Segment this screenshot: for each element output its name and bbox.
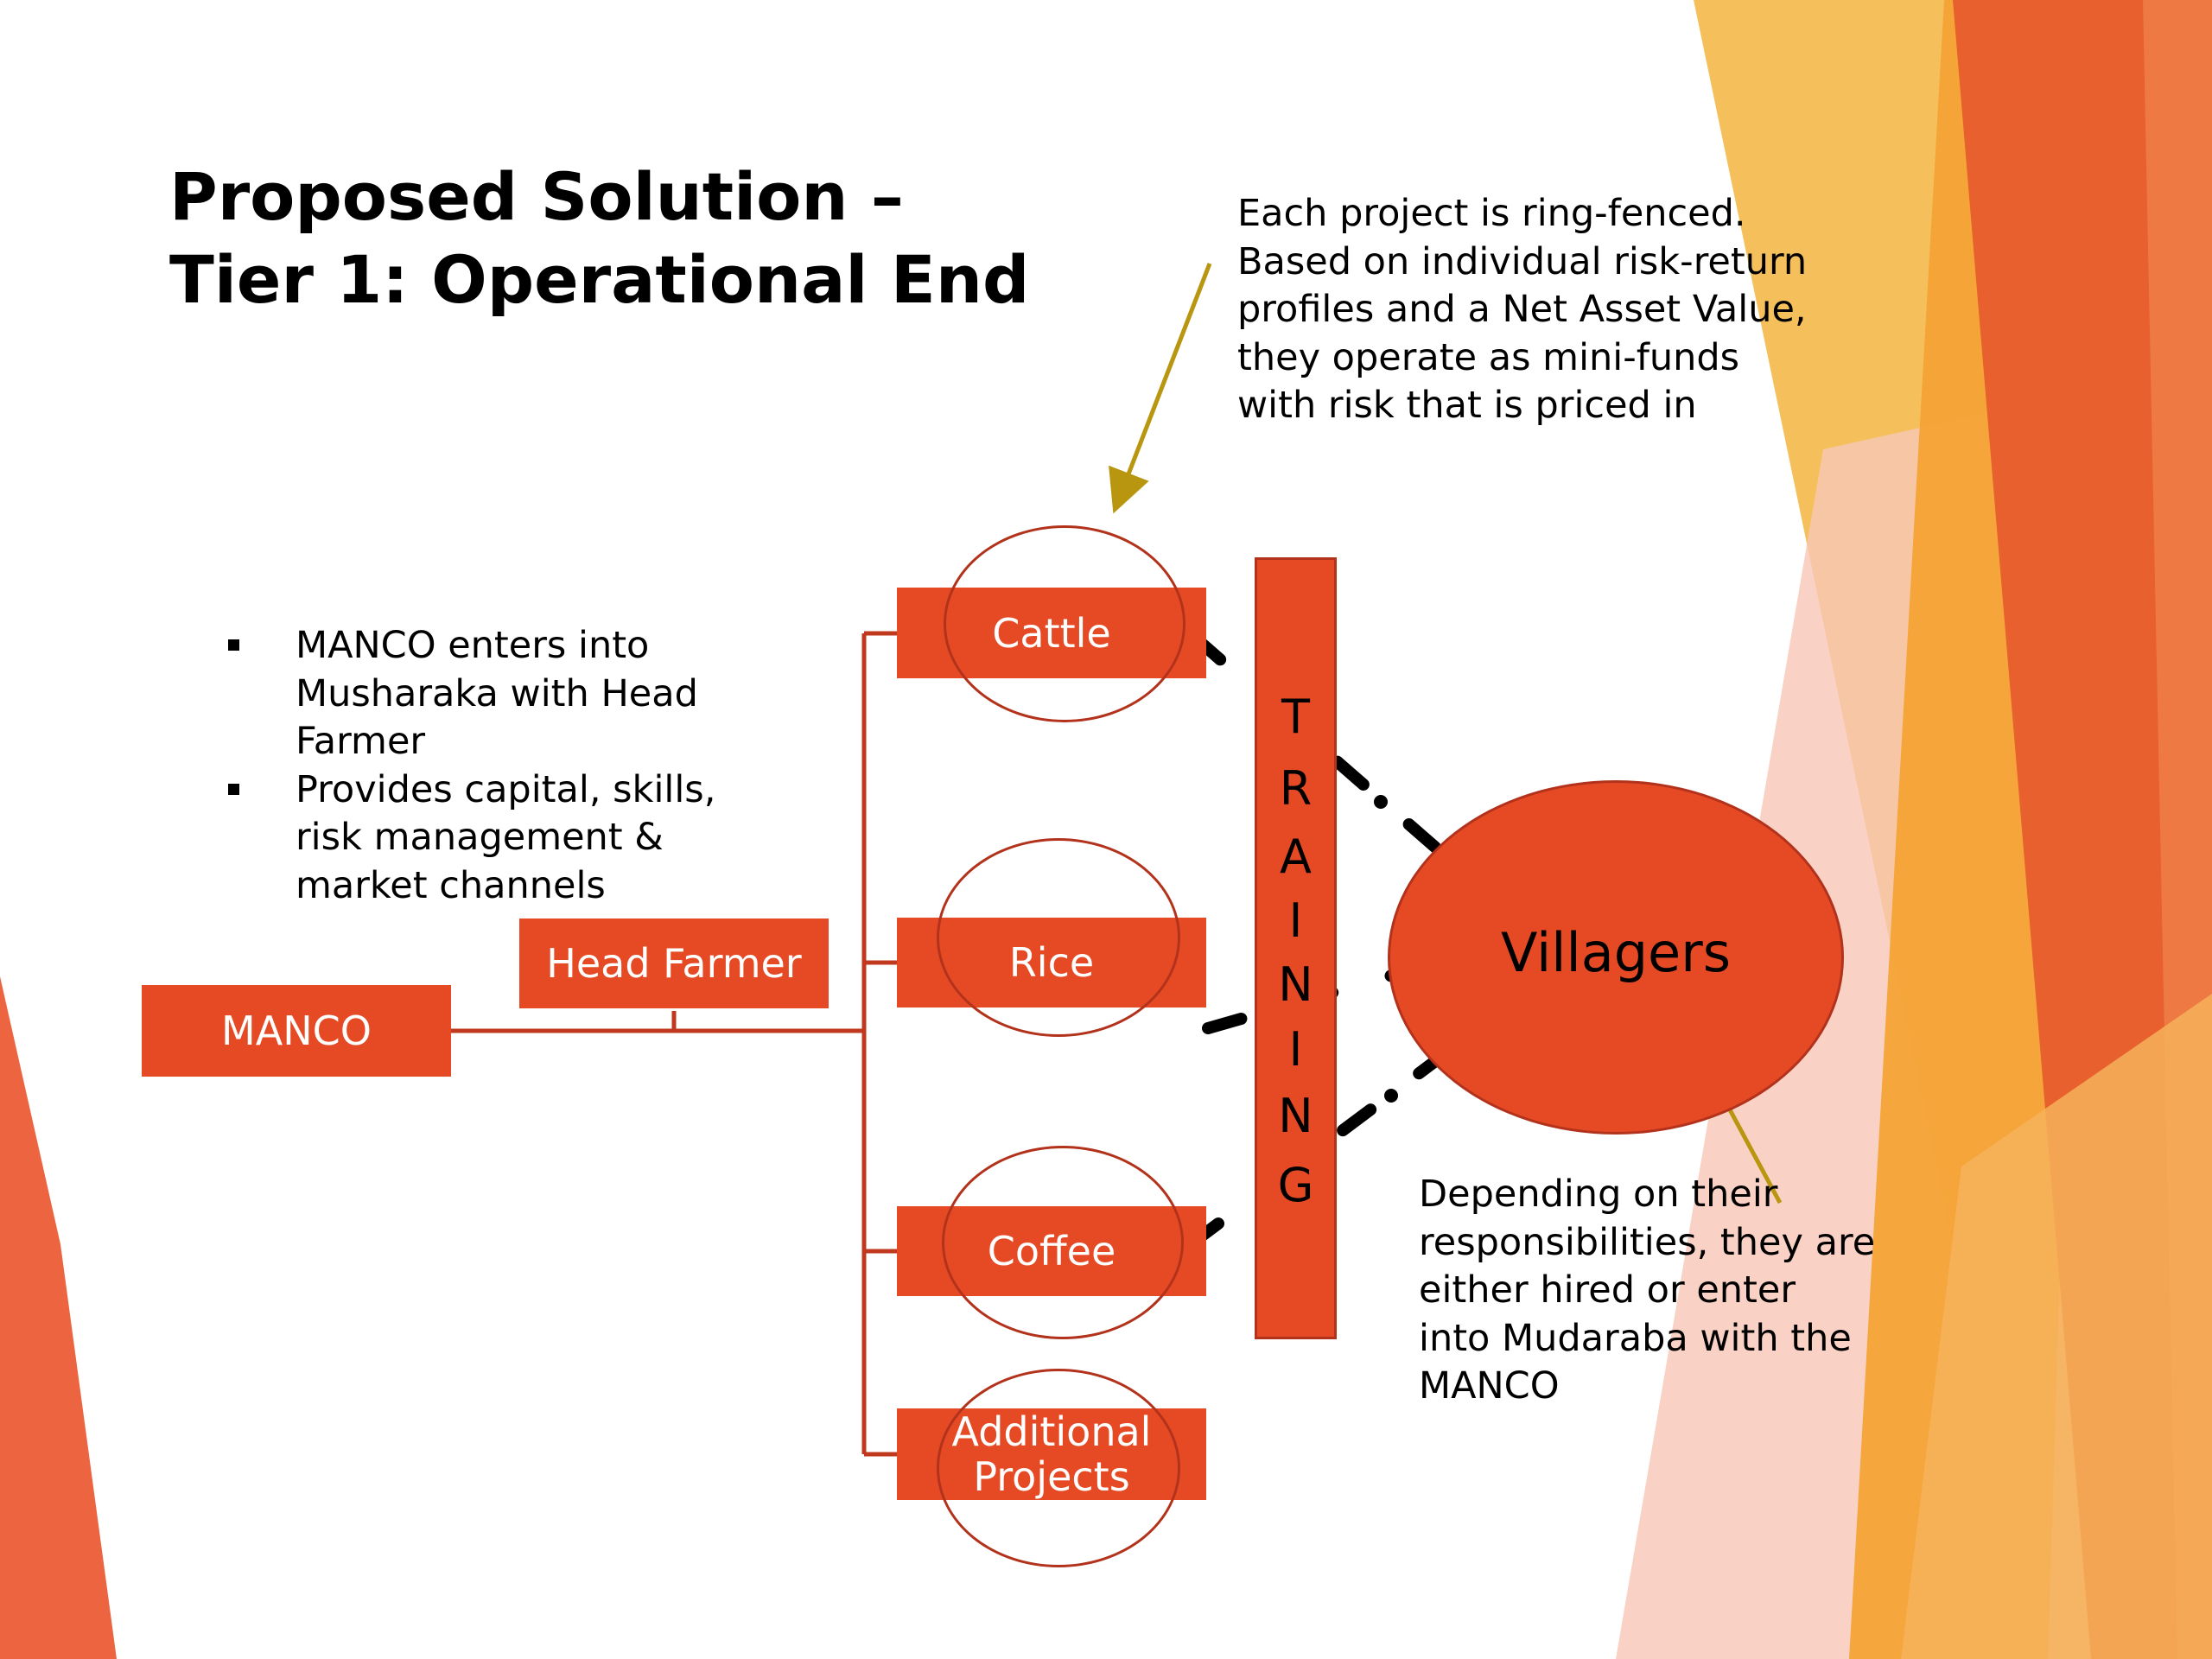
training-letter: T: [1281, 690, 1310, 744]
ring-fence-additional: [937, 1369, 1180, 1567]
bullet-line: Farmer: [296, 720, 426, 763]
training-bar: [1255, 557, 1337, 1339]
training-letter: A: [1280, 830, 1312, 884]
slide-title-line-1: Proposed Solution –: [169, 158, 904, 235]
note-line: with risk that is priced in: [1237, 384, 1697, 427]
note-line: responsibilities, they are: [1419, 1220, 1876, 1264]
villagers-note: Depending on their responsibilities, the…: [1419, 1171, 1875, 1411]
note-line: Based on individual risk-return: [1237, 239, 1808, 283]
note-line: MANCO: [1419, 1364, 1560, 1408]
note-line: either hired or enter: [1419, 1268, 1796, 1312]
bullet-line: market channels: [296, 863, 606, 907]
flow-dot: [1384, 1089, 1398, 1103]
training-letter: N: [1278, 1089, 1313, 1143]
note-line: profiles and a Net Asset Value,: [1237, 288, 1807, 331]
decor-shape-left-orange: [0, 976, 117, 1659]
training-letter: G: [1277, 1158, 1314, 1212]
manco-bullet-list: MANCO enters into Musharaka with Head Fa…: [221, 622, 715, 910]
bullet-square-icon: [228, 639, 239, 651]
training-letter: I: [1288, 1022, 1303, 1077]
ring-fence-rice: [937, 838, 1180, 1037]
training-letter: R: [1279, 761, 1313, 816]
note-line: Each project is ring-fenced.: [1237, 192, 1746, 235]
decor-shape-light-band: [1901, 994, 2212, 1659]
note-line: into Mudaraba with the: [1419, 1316, 1852, 1360]
callout-arrow-top: [1109, 263, 1212, 514]
manco-label: MANCO: [221, 1007, 372, 1054]
bullet-line: Musharaka with Head: [296, 671, 698, 715]
flow-dot: [1374, 795, 1388, 809]
ring-fenced-note: Each project is ring-fenced. Based on in…: [1237, 190, 1807, 430]
manco-box: MANCO: [142, 985, 451, 1077]
org-connector-lines: [451, 631, 897, 1457]
head-farmer-box: Head Farmer: [519, 918, 829, 1008]
training-letter: N: [1278, 957, 1313, 1012]
bullet-line: risk management &: [296, 816, 664, 859]
slide-title: Proposed Solution – Tier 1: Operational …: [169, 156, 1029, 321]
bullet-square-icon: [228, 783, 239, 795]
bullet-item: Provides capital, skills, risk managemen…: [221, 766, 715, 911]
head-farmer-label: Head Farmer: [546, 940, 802, 987]
bullet-line: Provides capital, skills,: [296, 767, 716, 811]
flow-arrow-cattle: [1188, 631, 1489, 894]
training-letter: I: [1288, 893, 1303, 948]
ring-fence-cattle: [944, 525, 1185, 722]
note-line: Depending on their: [1419, 1173, 1778, 1216]
ring-fence-coffee: [942, 1146, 1184, 1339]
bullet-item: MANCO enters into Musharaka with Head Fa…: [221, 622, 715, 766]
slide-title-line-2: Tier 1: Operational End: [169, 241, 1030, 318]
bullet-line: MANCO enters into: [296, 624, 650, 667]
villagers-label: Villagers: [1500, 921, 1731, 984]
villagers-ellipse: [1388, 780, 1844, 1135]
note-line: they operate as mini-funds: [1237, 335, 1740, 379]
